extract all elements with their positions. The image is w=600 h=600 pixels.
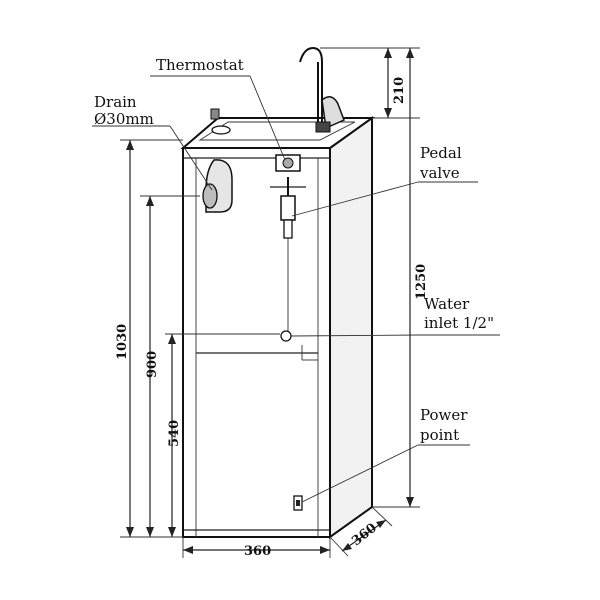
power-point-label-line1: Power (420, 406, 468, 424)
top-knob-icon (210, 108, 231, 135)
water-inlet-label-line1: Water (424, 295, 470, 313)
cabinet-side-panel (329, 116, 373, 539)
thermostat-icon (275, 154, 301, 172)
power-point-icon (293, 495, 303, 511)
dim-width: 360 (244, 544, 271, 559)
pedal-valve-icon (270, 177, 306, 340)
drain-size-label: Ø30mm (94, 110, 154, 128)
dimension-lines (120, 47, 420, 558)
water-inlet-label-line2: inlet 1/2" (424, 314, 494, 332)
power-point-label-line2: point (420, 426, 459, 444)
dim-total-height: 1250 (414, 264, 429, 300)
dim-drain-height: 1030 (115, 324, 130, 360)
leader-lines (92, 75, 500, 503)
dim-depth: 360 (349, 521, 380, 550)
dim-valve-height: 900 (145, 351, 160, 378)
dim-faucet-height: 210 (392, 77, 407, 104)
cabinet (180, 116, 376, 539)
faucet-icon (299, 46, 345, 133)
pedal-valve-label-line1: Pedal (420, 144, 462, 162)
cabinet-front (182, 147, 331, 538)
pedal-valve-label-line2: valve (419, 164, 460, 182)
drain-label: Drain (94, 93, 137, 111)
dim-inlet-height: 540 (167, 420, 182, 447)
drain-pipe-icon (202, 159, 233, 213)
thermostat-label: Thermostat (156, 56, 244, 74)
